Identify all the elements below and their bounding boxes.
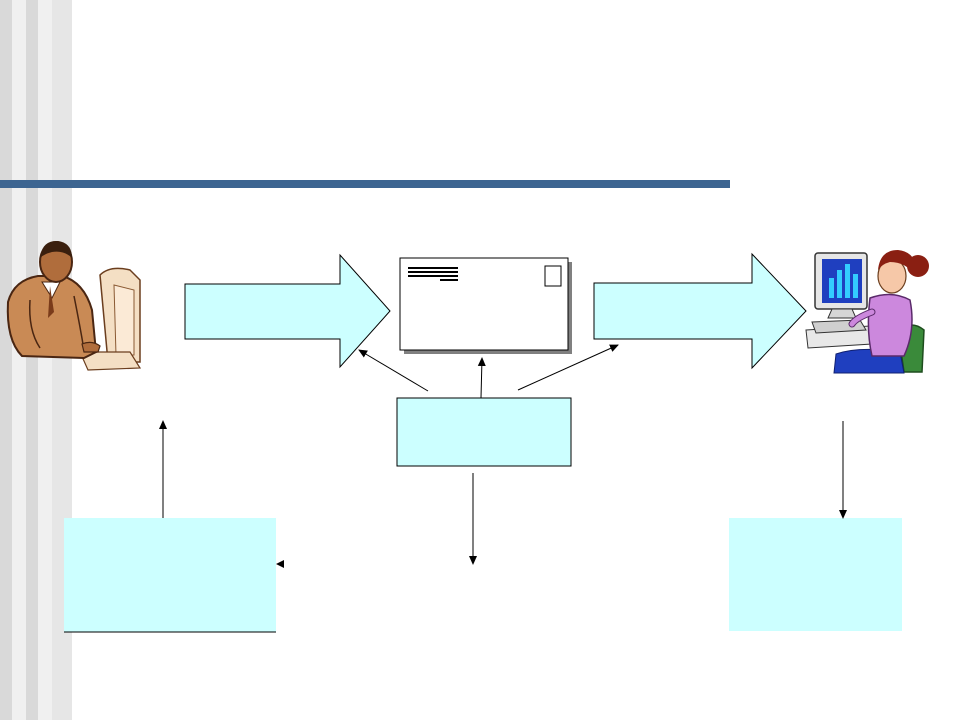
man-at-computer-icon — [6, 240, 142, 371]
right-box-label — [729, 518, 902, 631]
left-box — [64, 518, 276, 632]
arrow-center-to-deliver — [517, 344, 619, 391]
arrow-center-to-send — [358, 349, 429, 392]
arrow-into-left-box — [276, 560, 284, 568]
right-box — [729, 518, 902, 631]
arrow-center-to-envelope — [477, 357, 486, 399]
center-box-label — [397, 398, 571, 466]
center-box — [396, 397, 572, 467]
title-rule — [0, 180, 730, 188]
send-arrow — [184, 253, 391, 369]
woman-at-computer-icon — [805, 250, 929, 374]
envelope-icon — [399, 257, 572, 354]
send-arrow-label — [190, 284, 340, 339]
deliver-arrow-label — [598, 283, 748, 339]
left-box-label — [64, 518, 276, 632]
deliver-arrow — [593, 252, 807, 370]
